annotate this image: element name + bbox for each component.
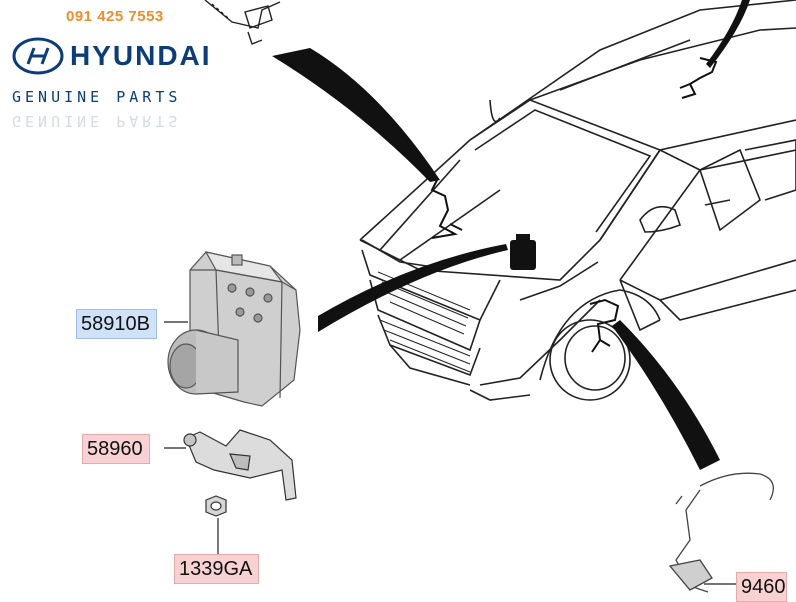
grille-pattern (377, 271, 471, 373)
bracket-drawing (183, 429, 297, 501)
car-outline (359, 0, 796, 401)
part-label-58960[interactable]: 58960 (82, 434, 150, 464)
wiring-harness-wheel (589, 298, 620, 353)
hyundai-emblem-icon (12, 37, 64, 75)
hyundai-logo: HYUNDAI GENUINE PARTS GENUINE PARTS (8, 36, 210, 146)
label-leaders (164, 321, 736, 585)
abs-unit-drawing (167, 251, 301, 407)
part-label-58910b[interactable]: 58910B (76, 309, 157, 339)
brand-tagline-reflection: GENUINE PARTS (12, 112, 182, 130)
wiring-harness-front (430, 177, 463, 239)
top-bracket (204, 0, 281, 45)
nut-drawing (205, 495, 227, 517)
part-label-1339ga[interactable]: 1339GA (174, 554, 260, 584)
abs-module-on-car (510, 234, 536, 270)
sensor-cable-drawing (668, 472, 774, 593)
brand-name: HYUNDAI (70, 40, 212, 71)
leader-wedges (272, 0, 750, 470)
phone-number: 091 425 7553 (66, 8, 164, 25)
part-label-9460[interactable]: 9460 (736, 572, 787, 602)
brand-tagline: GENUINE PARTS (12, 88, 182, 106)
wiring-harness-roof (679, 57, 718, 99)
